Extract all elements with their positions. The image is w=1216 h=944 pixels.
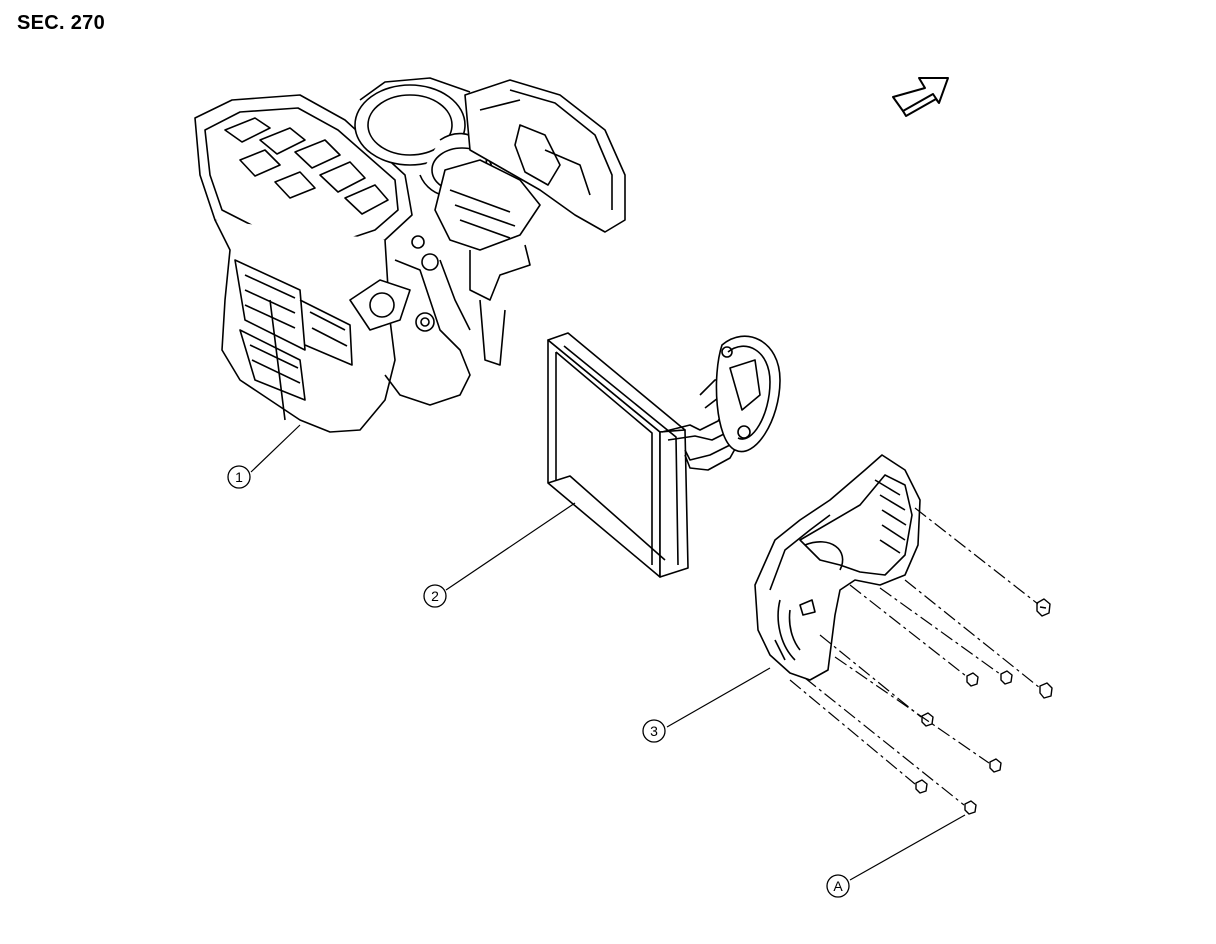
callout-a: A <box>826 874 850 898</box>
cover-screws <box>915 598 1053 815</box>
svg-text:A: A <box>833 878 843 894</box>
leader-lines <box>250 424 966 881</box>
screw-icon <box>915 779 928 794</box>
section-label: SEC. 270 <box>17 12 106 34</box>
evaporator-core <box>547 332 781 578</box>
svg-text:1: 1 <box>235 469 243 485</box>
screw-icon <box>1036 598 1051 617</box>
screw-icon <box>921 712 934 727</box>
heater-cooling-unit-assembly <box>194 77 626 433</box>
callout-2: 2 <box>423 584 447 608</box>
evaporator-cover <box>754 454 921 681</box>
screw-icon <box>966 672 979 687</box>
callout-1: 1 <box>227 465 251 489</box>
screw-icon <box>964 800 977 815</box>
svg-text:2: 2 <box>431 588 439 604</box>
screw-icon <box>1000 670 1013 685</box>
front-direction-arrow-icon <box>892 77 949 117</box>
screw-icon <box>1039 682 1053 699</box>
screw-alignment-lines <box>789 507 1041 806</box>
svg-text:3: 3 <box>650 723 658 739</box>
screw-icon <box>989 758 1002 773</box>
callout-3: 3 <box>642 719 666 743</box>
